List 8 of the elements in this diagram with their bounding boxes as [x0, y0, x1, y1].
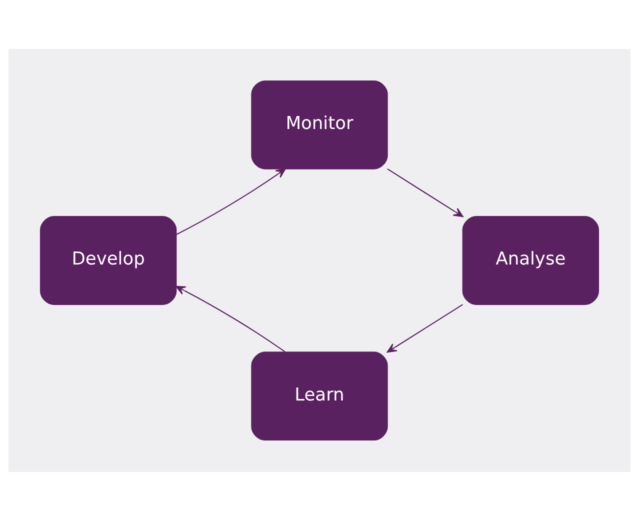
arrow	[176, 286, 286, 352]
node-box: Develop	[40, 216, 177, 305]
node-box: Monitor	[251, 80, 388, 170]
arrow	[386, 304, 463, 353]
arrow	[387, 168, 464, 218]
arrow	[176, 168, 286, 236]
node-box: Analyse	[462, 216, 600, 305]
node-box: Learn	[251, 352, 388, 441]
